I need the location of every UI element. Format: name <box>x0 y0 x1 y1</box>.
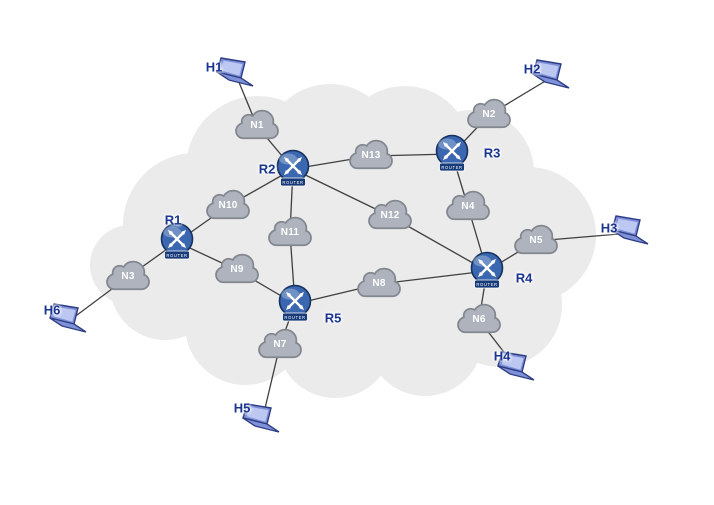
router-R4[interactable]: ROUTER <box>469 251 505 291</box>
router-icon: ROUTER <box>435 134 469 172</box>
router-R3[interactable]: ROUTER <box>434 134 470 174</box>
network-cloud-icon <box>258 328 302 359</box>
network-cloud-icon <box>106 260 150 291</box>
network-N5[interactable]: N5 <box>508 223 564 260</box>
network-N3[interactable]: N3 <box>100 259 156 296</box>
network-cloud-icon <box>357 267 401 298</box>
network-label-N11: N11 <box>280 226 300 238</box>
network-N10[interactable]: N10 <box>200 188 256 225</box>
network-label-N4: N4 <box>461 200 475 212</box>
router-caption: ROUTER <box>166 253 187 258</box>
network-label-N3: N3 <box>121 270 135 282</box>
network-cloud-icon <box>349 139 393 170</box>
host-label-H4: H4 <box>493 348 511 364</box>
network-N11[interactable]: N11 <box>262 215 318 252</box>
laptop-icon <box>532 59 570 89</box>
network-label-N2: N2 <box>482 108 496 120</box>
network-cloud-icon <box>467 98 511 129</box>
host-H5[interactable] <box>240 402 284 440</box>
router-label-R2: R2 <box>258 161 276 177</box>
network-N6[interactable]: N6 <box>451 302 507 339</box>
laptop-icon <box>49 303 87 333</box>
network-N13[interactable]: N13 <box>343 138 399 175</box>
network-label-N9: N9 <box>230 263 244 275</box>
network-cloud-icon <box>268 216 312 247</box>
laptop-icon <box>216 57 254 87</box>
network-cloud-icon <box>446 190 490 221</box>
network-cloud-icon <box>235 109 279 140</box>
network-cloud-icon <box>215 253 259 284</box>
router-label-R5: R5 <box>324 310 342 326</box>
network-cloud-icon <box>457 303 501 334</box>
laptop-icon <box>497 351 535 381</box>
host-label-H1: H1 <box>205 59 223 75</box>
host-H2[interactable] <box>530 58 574 96</box>
router-R5[interactable]: ROUTER <box>277 284 313 324</box>
host-label-H2: H2 <box>523 61 541 77</box>
router-caption: ROUTER <box>282 180 303 185</box>
router-R1[interactable]: ROUTER <box>159 222 195 262</box>
network-label-N5: N5 <box>529 234 543 246</box>
link-R2-N12 <box>292 168 391 217</box>
router-caption: ROUTER <box>476 282 497 287</box>
host-H1[interactable] <box>214 56 258 94</box>
network-N4[interactable]: N4 <box>440 189 496 226</box>
router-caption: ROUTER <box>284 315 305 320</box>
network-N2[interactable]: N2 <box>461 97 517 134</box>
router-icon: ROUTER <box>160 222 194 260</box>
router-label-R3: R3 <box>483 145 501 161</box>
network-N9[interactable]: N9 <box>209 252 265 289</box>
router-label-R4: R4 <box>515 270 533 286</box>
network-label-N7: N7 <box>273 338 287 350</box>
network-label-N6: N6 <box>472 313 486 325</box>
network-label-N8: N8 <box>372 277 386 289</box>
host-H3[interactable] <box>609 214 653 252</box>
network-N7[interactable]: N7 <box>252 327 308 364</box>
host-label-H3: H3 <box>600 220 618 236</box>
network-label-N13: N13 <box>361 149 381 161</box>
router-icon: ROUTER <box>470 251 504 289</box>
router-icon: ROUTER <box>278 284 312 322</box>
router-icon: ROUTER <box>276 149 310 187</box>
host-label-H6: H6 <box>43 302 61 318</box>
network-N8[interactable]: N8 <box>351 266 407 303</box>
router-caption: ROUTER <box>441 165 462 170</box>
host-H4[interactable] <box>495 350 539 388</box>
network-cloud-icon <box>206 189 250 220</box>
laptop-icon <box>611 215 649 245</box>
network-N1[interactable]: N1 <box>229 108 285 145</box>
laptop-icon <box>242 403 280 433</box>
router-R2[interactable]: ROUTER <box>275 149 311 189</box>
network-cloud-icon <box>368 199 412 230</box>
network-N12[interactable]: N12 <box>362 198 418 235</box>
network-cloud-icon <box>514 224 558 255</box>
router-label-R1: R1 <box>164 212 182 228</box>
network-label-N10: N10 <box>218 199 238 211</box>
host-H6[interactable] <box>47 302 91 340</box>
host-label-H5: H5 <box>233 400 251 416</box>
network-label-N12: N12 <box>380 209 400 221</box>
network-label-N1: N1 <box>250 119 264 131</box>
